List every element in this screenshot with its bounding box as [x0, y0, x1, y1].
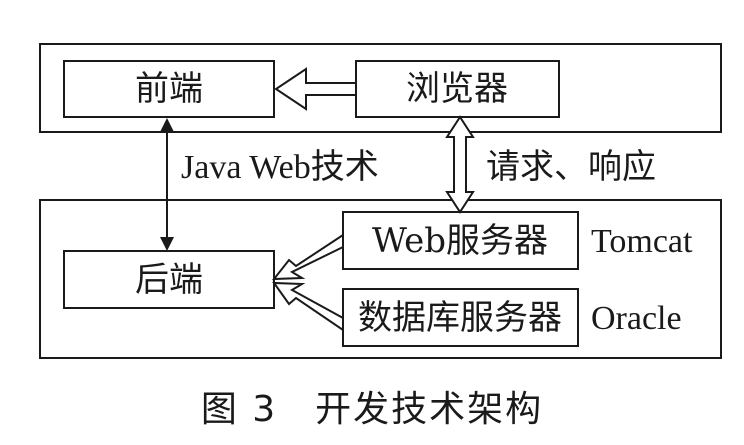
backend-label: 后端 — [135, 260, 203, 300]
tomcat-label: Tomcat — [591, 223, 693, 260]
db-server-label: 数据库服务器 — [358, 298, 562, 338]
frontend-arrowhead — [160, 118, 174, 132]
browser-to-frontend-arrow — [274, 67, 357, 111]
figure-caption: 图 3 开发技术架构 — [201, 389, 543, 430]
request-response-label: 请求、响应 — [486, 148, 656, 186]
client-tier-frame — [39, 43, 722, 133]
server-tier-frame — [39, 199, 722, 359]
frontend-box — [63, 60, 275, 118]
frontend-label: 前端 — [135, 69, 203, 109]
db-server-to-backend-arrow — [272, 281, 344, 332]
browser-label: 浏览器 — [406, 69, 508, 109]
java-web-label: Java Web技术 — [181, 148, 379, 186]
backend-box — [63, 250, 275, 309]
request-response-arrow — [445, 115, 475, 214]
backend-arrowhead — [160, 237, 174, 251]
web-server-label: Web服务器 — [372, 221, 548, 261]
web-server-box — [342, 211, 579, 270]
web-server-to-backend-arrow — [271, 233, 344, 281]
oracle-label: Oracle — [591, 300, 682, 337]
